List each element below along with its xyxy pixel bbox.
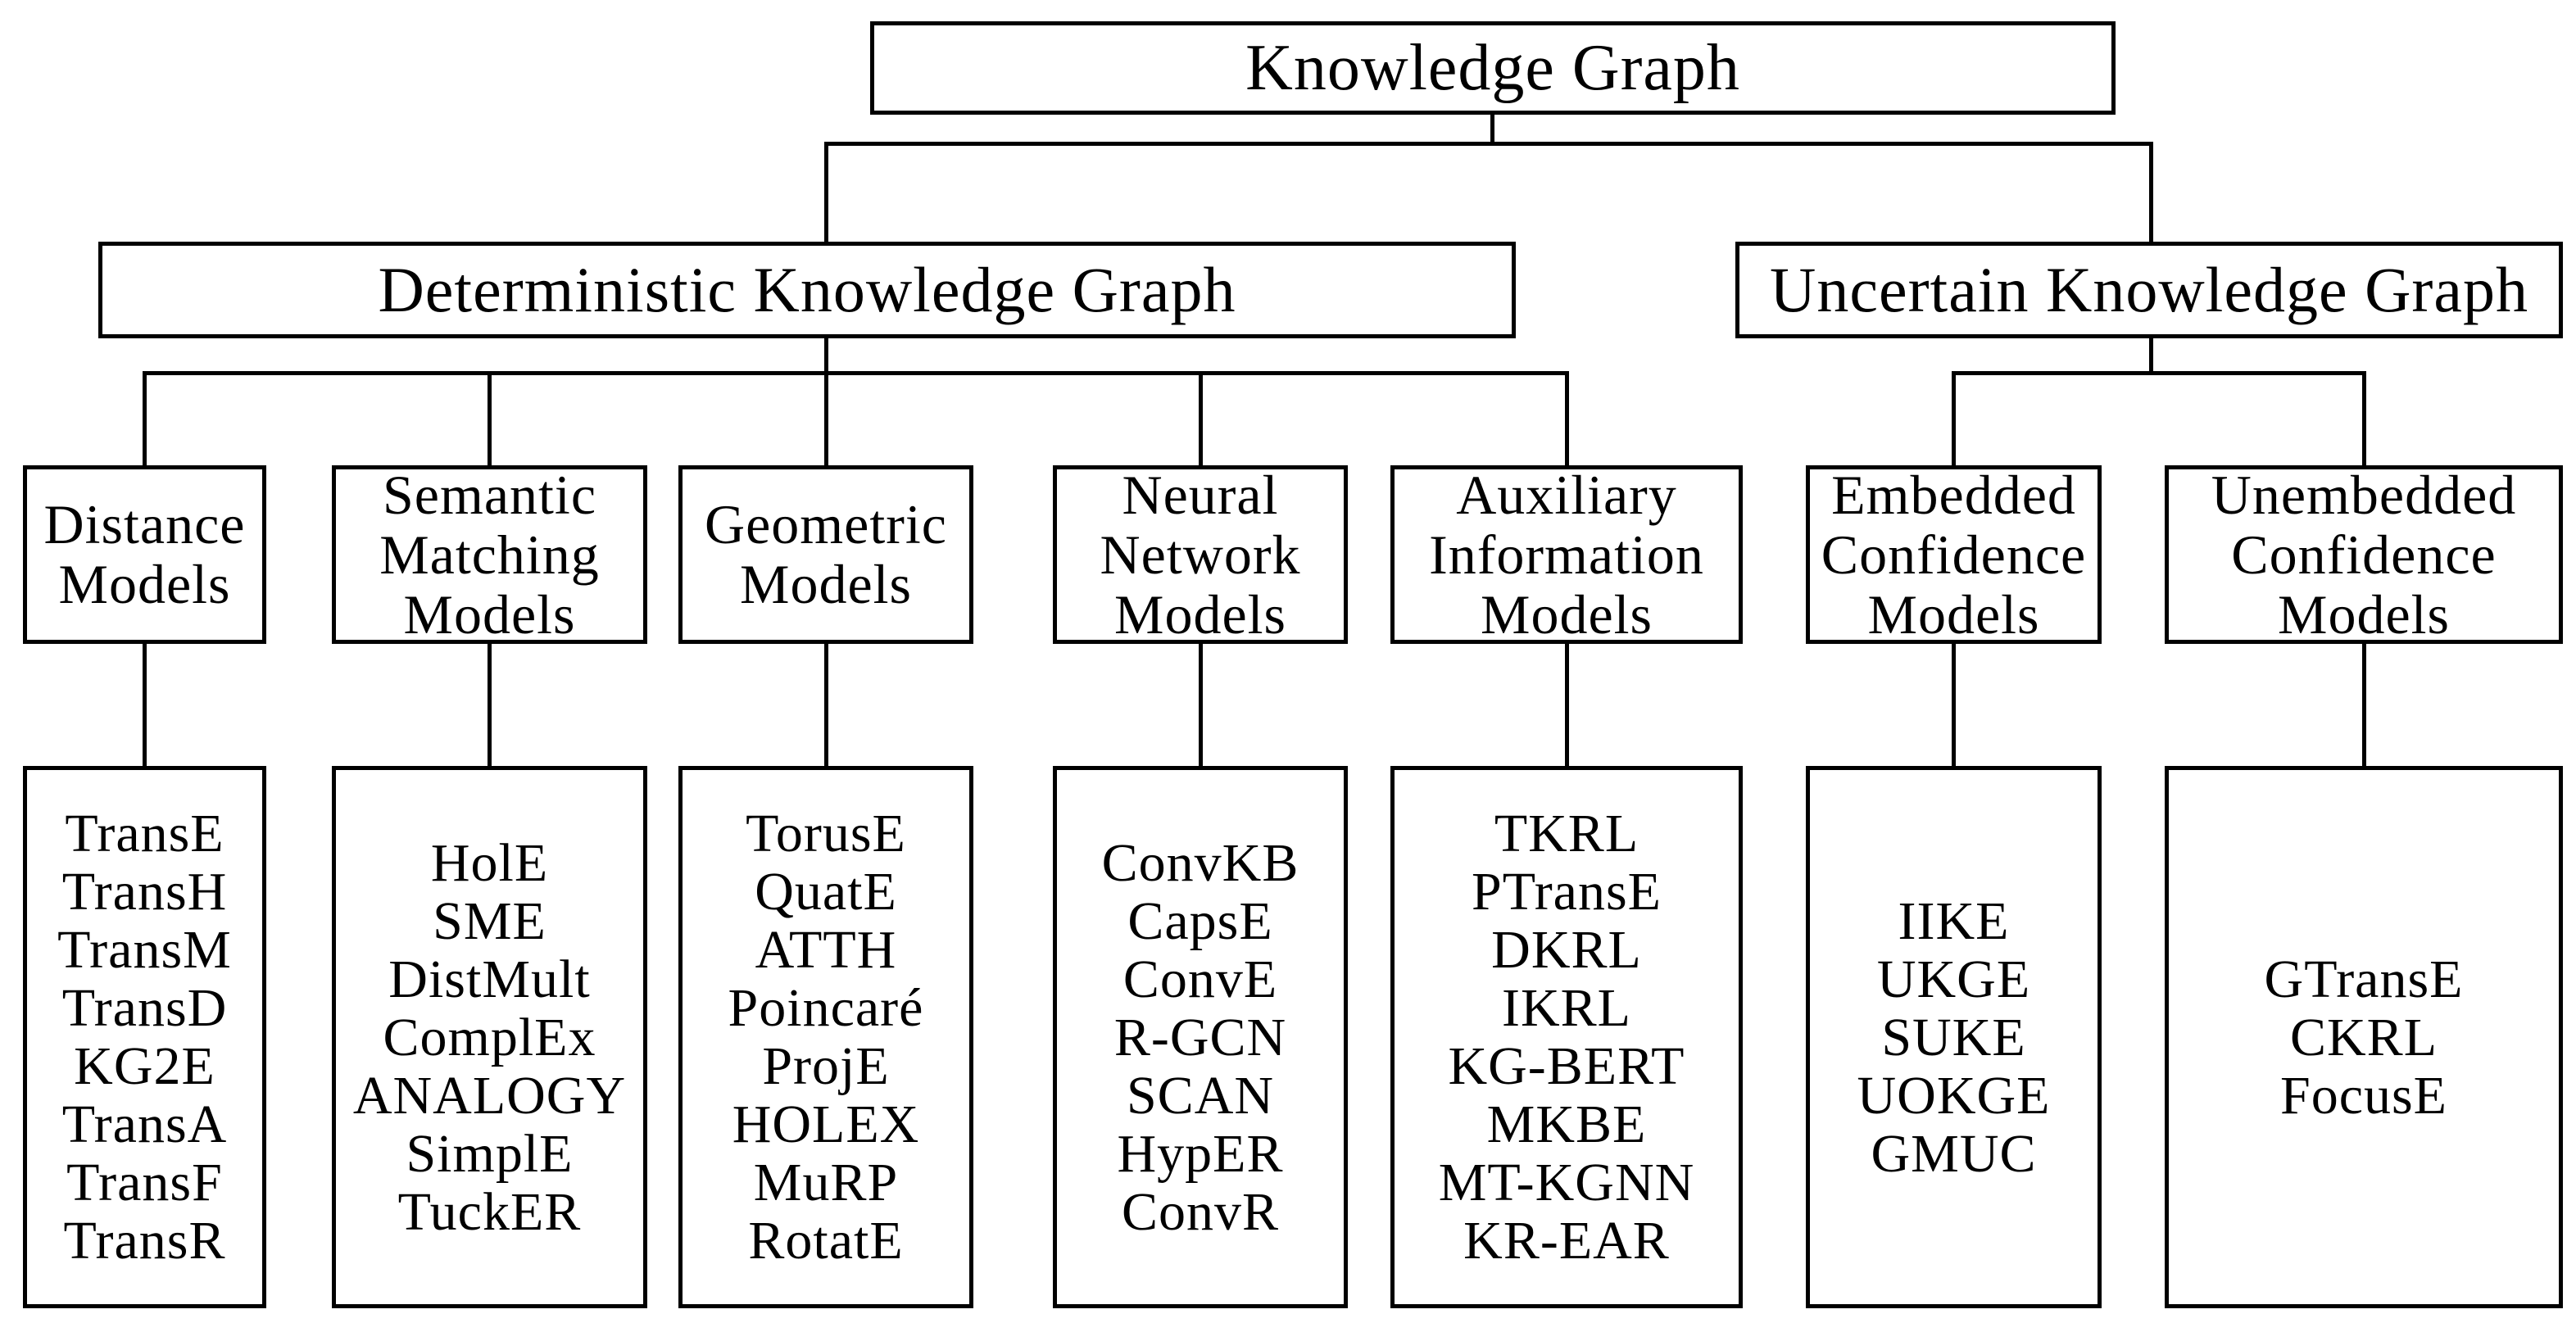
category-unembedded-confidence-models-label: Unembedded Confidence Models xyxy=(2211,463,2517,646)
connector-deterministic-drop xyxy=(824,338,828,375)
model-item: IKRL xyxy=(1502,978,1631,1038)
node-uncertain-knowledge-graph: Uncertain Knowledge Graph xyxy=(1735,242,2563,338)
model-item: ConvE xyxy=(1122,949,1278,1009)
model-item: DKRL xyxy=(1491,920,1642,980)
category-neural-network-models-label: Neural Network Models xyxy=(1100,463,1301,646)
model-item: ConvKB xyxy=(1101,832,1299,893)
category-auxiliary-information-models-label: Auxiliary Information Models xyxy=(1429,463,1704,646)
model-item: UKGE xyxy=(1876,949,2031,1009)
category-auxiliary-information-models: Auxiliary Information Models xyxy=(1390,463,1743,646)
model-item: ComplEx xyxy=(383,1007,596,1067)
connector-drop-auxiliary xyxy=(1565,371,1569,468)
model-item: MuRP xyxy=(753,1153,899,1212)
model-item: ConvR xyxy=(1121,1181,1280,1242)
category-embedded-confidence-models: Embedded Confidence Models xyxy=(1806,463,2102,646)
model-item: CapsE xyxy=(1127,890,1273,951)
connector-drop-neural-network xyxy=(1199,371,1203,468)
connector-level1-horizontal xyxy=(824,142,2153,146)
connector-drop-unembedded xyxy=(2362,371,2366,468)
connector-drop-geometric xyxy=(824,371,828,468)
connector-drop-uncertain xyxy=(2149,142,2153,244)
model-item: HOLEX xyxy=(732,1094,920,1154)
model-item: TransR xyxy=(63,1211,226,1271)
model-item: SUKE xyxy=(1881,1007,2026,1067)
category-geometric-models: Geometric Models xyxy=(678,465,973,644)
model-item: TransF xyxy=(66,1153,223,1212)
model-item: SCAN xyxy=(1126,1065,1275,1126)
model-item: PTransE xyxy=(1472,862,1662,922)
connector-uncertain-drop xyxy=(2149,338,2153,375)
connector-leafdrop-unembedded xyxy=(2362,644,2366,768)
connector-drop-deterministic xyxy=(824,142,828,244)
model-item: UOKGE xyxy=(1857,1065,2051,1126)
model-item: TransH xyxy=(61,862,228,922)
node-deterministic-label: Deterministic Knowledge Graph xyxy=(378,254,1236,325)
model-item: FocusE xyxy=(2280,1065,2447,1126)
category-neural-network-models: Neural Network Models xyxy=(1053,463,1348,646)
category-semantic-matching-models: Semantic Matching Models xyxy=(332,463,647,646)
connector-leafdrop-semantic-matching xyxy=(488,644,492,768)
connector-uncertain-horizontal xyxy=(1952,371,2366,375)
model-item: GMUC xyxy=(1871,1123,2037,1184)
connector-leafdrop-neural-network xyxy=(1199,644,1203,768)
connector-drop-embedded xyxy=(1952,371,1956,468)
model-item: ProjE xyxy=(762,1036,890,1096)
model-item: MKBE xyxy=(1486,1094,1647,1154)
model-item: MT-KGNN xyxy=(1438,1153,1695,1212)
model-item: QuatE xyxy=(755,862,897,922)
connector-drop-distance xyxy=(143,371,147,468)
model-item: KG-BERT xyxy=(1448,1036,1685,1096)
model-item: TuckER xyxy=(397,1181,582,1242)
category-embedded-confidence-models-label: Embedded Confidence Models xyxy=(1821,463,2087,646)
model-item: TransA xyxy=(61,1094,228,1154)
model-item: SME xyxy=(433,890,546,951)
connector-leafdrop-geometric xyxy=(824,644,828,768)
model-item: KR-EAR xyxy=(1463,1211,1670,1271)
model-item: CKRL xyxy=(2289,1007,2438,1067)
model-item: GTransE xyxy=(2264,949,2464,1009)
category-unembedded-confidence-models: Unembedded Confidence Models xyxy=(2165,463,2563,646)
model-item: KG2E xyxy=(74,1036,215,1096)
category-semantic-matching-models-label: Semantic Matching Models xyxy=(379,463,600,646)
node-knowledge-graph: Knowledge Graph xyxy=(870,21,2116,115)
model-item: TransM xyxy=(57,920,232,980)
model-item: TransE xyxy=(65,804,224,863)
category-distance-models: Distance Models xyxy=(23,465,266,644)
category-distance-models-label: Distance Models xyxy=(43,493,246,615)
connector-leafdrop-embedded xyxy=(1952,644,1956,768)
model-item: DistMult xyxy=(388,949,591,1009)
model-item: Poincaré xyxy=(728,978,924,1038)
model-item: HypER xyxy=(1117,1123,1284,1184)
connector-root-drop xyxy=(1490,113,1494,146)
model-item: R-GCN xyxy=(1113,1007,1287,1067)
model-item: HolE xyxy=(430,832,549,893)
model-item: RotatE xyxy=(748,1211,904,1271)
model-item: TorusE xyxy=(746,804,906,863)
node-knowledge-graph-label: Knowledge Graph xyxy=(1245,31,1740,104)
node-deterministic-knowledge-graph: Deterministic Knowledge Graph xyxy=(98,242,1516,338)
category-geometric-models-label: Geometric Models xyxy=(705,493,947,615)
model-item: TransD xyxy=(61,978,228,1038)
connector-deterministic-horizontal xyxy=(143,371,1569,375)
model-item: SimplE xyxy=(406,1123,574,1184)
connector-leafdrop-distance xyxy=(143,644,147,768)
model-item: ATTH xyxy=(755,920,897,980)
model-item: TKRL xyxy=(1494,804,1639,863)
model-item: IIKE xyxy=(1898,890,2010,951)
node-uncertain-label: Uncertain Knowledge Graph xyxy=(1770,254,2528,325)
connector-leafdrop-auxiliary xyxy=(1565,644,1569,768)
model-item: ANALOGY xyxy=(352,1065,627,1126)
connector-drop-semantic-matching xyxy=(488,371,492,468)
